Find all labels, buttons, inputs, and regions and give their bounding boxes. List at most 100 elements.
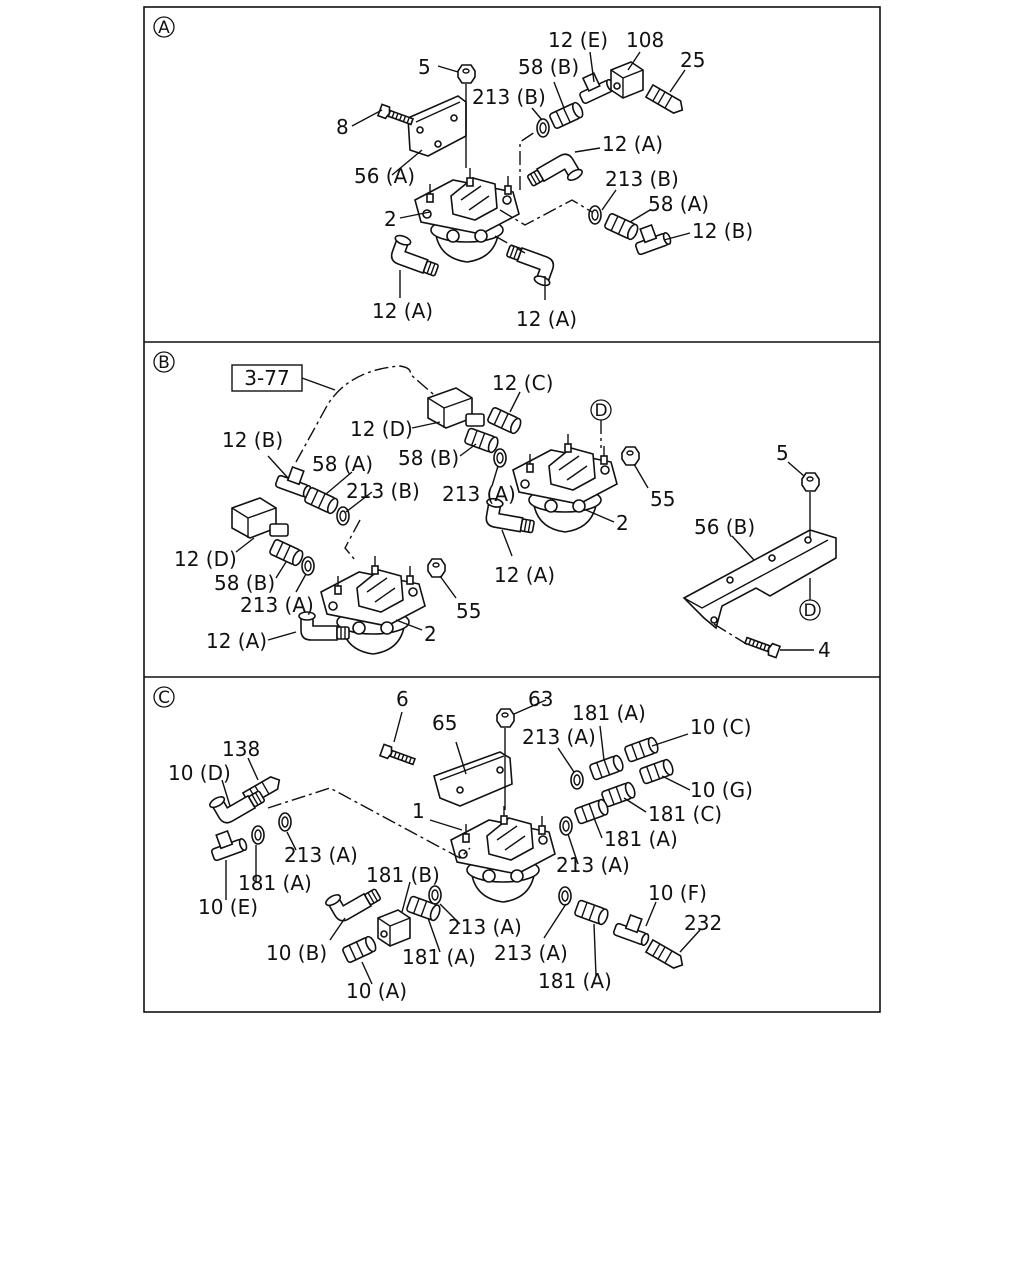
oring-213a-upper <box>493 448 507 468</box>
tee-10e <box>206 825 249 862</box>
plug-55-lower <box>427 558 446 578</box>
svg-text:D: D <box>803 601 816 621</box>
elbow-12a-right <box>500 243 559 289</box>
connector-d-upper: D <box>590 399 612 421</box>
label-108: 108 <box>626 28 664 52</box>
oring-213a-top <box>570 770 584 790</box>
label-12a-upper: 12 (A) <box>494 563 555 587</box>
label-65: 65 <box>432 711 457 735</box>
nut-5 <box>457 64 476 84</box>
coupling-12d-upper <box>427 387 485 429</box>
panel-c-marker-letter: C <box>158 688 170 708</box>
label-10f: 10 (F) <box>648 881 707 905</box>
label-58b-upper: 58 (B) <box>398 446 459 470</box>
label-213a-top: 213 (A) <box>522 725 596 749</box>
fitting-58a <box>603 212 641 242</box>
plug-55-upper <box>621 446 640 466</box>
svg-text:D: D <box>594 401 607 421</box>
label-1: 1 <box>412 799 425 823</box>
label-12d-lower: 12 (D) <box>174 547 237 571</box>
label-12a-bottom: 12 (A) <box>516 307 577 331</box>
valve-stud <box>564 433 572 453</box>
bolt-4 <box>743 633 781 659</box>
label-63: 63 <box>528 687 553 711</box>
fitting-58b-lower <box>268 538 306 568</box>
panel-c: C <box>153 686 753 1003</box>
oring-213a-lower <box>301 556 315 576</box>
label-12c: 12 (C) <box>492 371 553 395</box>
label-4: 4 <box>818 638 831 662</box>
oring-213b <box>336 506 350 526</box>
panel-b-marker: B <box>153 351 175 373</box>
bracket-56b <box>682 529 837 630</box>
oring-213b-right <box>588 205 602 225</box>
label-232: 232 <box>684 911 722 935</box>
valve-stud <box>600 445 608 465</box>
sensor-25 <box>645 84 687 117</box>
label-213a-lower-right: 213 (A) <box>494 941 568 965</box>
fitting-10c <box>623 735 661 764</box>
label-12b: 12 (B) <box>692 219 753 243</box>
oring-213a-mid <box>559 816 573 836</box>
valve-stud <box>466 167 474 187</box>
label-213a-upper: 213 (A) <box>442 482 516 506</box>
label-213b-right: 213 (B) <box>605 167 679 191</box>
connector-d-lower: D <box>799 599 821 621</box>
oring-213a-lower-right <box>558 886 572 906</box>
valve-stud <box>406 565 414 585</box>
label-181a-lower-right: 181 (A) <box>538 969 612 993</box>
label-2-lower: 2 <box>424 622 437 646</box>
fitting-12c <box>486 406 524 436</box>
valve-stud <box>500 805 508 825</box>
reference-box-3-77: 3-77 <box>231 364 303 392</box>
oring-213a-left <box>278 812 292 832</box>
label-2-upper: 2 <box>616 511 629 535</box>
bracket-56a <box>407 95 467 157</box>
valve-stud <box>504 175 512 195</box>
bolt-6 <box>379 743 417 769</box>
label-10d: 10 (D) <box>168 761 231 785</box>
label-56a: 56 (A) <box>354 164 415 188</box>
tee-12e <box>573 66 617 105</box>
bracket-65 <box>433 751 513 807</box>
label-213a-lower: 213 (A) <box>240 593 314 617</box>
fitting-10a <box>341 934 379 964</box>
oring-213a-lower-left <box>428 885 442 905</box>
label-58a: 58 (A) <box>648 192 709 216</box>
label-58b-lower: 58 (B) <box>214 571 275 595</box>
valve-stud <box>371 555 379 575</box>
label-58a: 58 (A) <box>312 452 373 476</box>
reference-box-label: 3-77 <box>244 366 289 390</box>
tee-10f <box>612 910 655 947</box>
label-55-upper: 55 <box>650 487 675 511</box>
label-2: 2 <box>384 207 397 231</box>
label-12b: 12 (B) <box>222 428 283 452</box>
panel-c-marker: C <box>153 686 175 708</box>
label-213a-lower-left: 213 (A) <box>448 915 522 939</box>
label-5: 5 <box>418 55 431 79</box>
oring-213b <box>536 118 550 138</box>
label-12e: 12 (E) <box>548 28 608 52</box>
label-181a-mid: 181 (A) <box>604 827 678 851</box>
label-10b: 10 (B) <box>266 941 327 965</box>
label-25: 25 <box>680 48 705 72</box>
label-138: 138 <box>222 737 260 761</box>
label-8: 8 <box>336 115 349 139</box>
fitting-58b <box>548 100 586 130</box>
label-55-lower: 55 <box>456 599 481 623</box>
label-12a-lower: 12 (A) <box>206 629 267 653</box>
diagram-frame <box>143 6 881 1013</box>
nut-5 <box>801 472 820 492</box>
panel-a: A <box>153 16 753 331</box>
label-12d-upper: 12 (D) <box>350 417 413 441</box>
label-12a-top: 12 (A) <box>602 132 663 156</box>
label-10g: 10 (G) <box>690 778 753 802</box>
fitting-58a <box>303 486 341 516</box>
label-10e: 10 (E) <box>198 895 258 919</box>
label-6: 6 <box>396 687 409 711</box>
label-5-bracket: 5 <box>776 441 789 465</box>
label-181c: 181 (C) <box>648 802 722 826</box>
label-213a-mid: 213 (A) <box>556 853 630 877</box>
label-10a: 10 (A) <box>346 979 407 1003</box>
